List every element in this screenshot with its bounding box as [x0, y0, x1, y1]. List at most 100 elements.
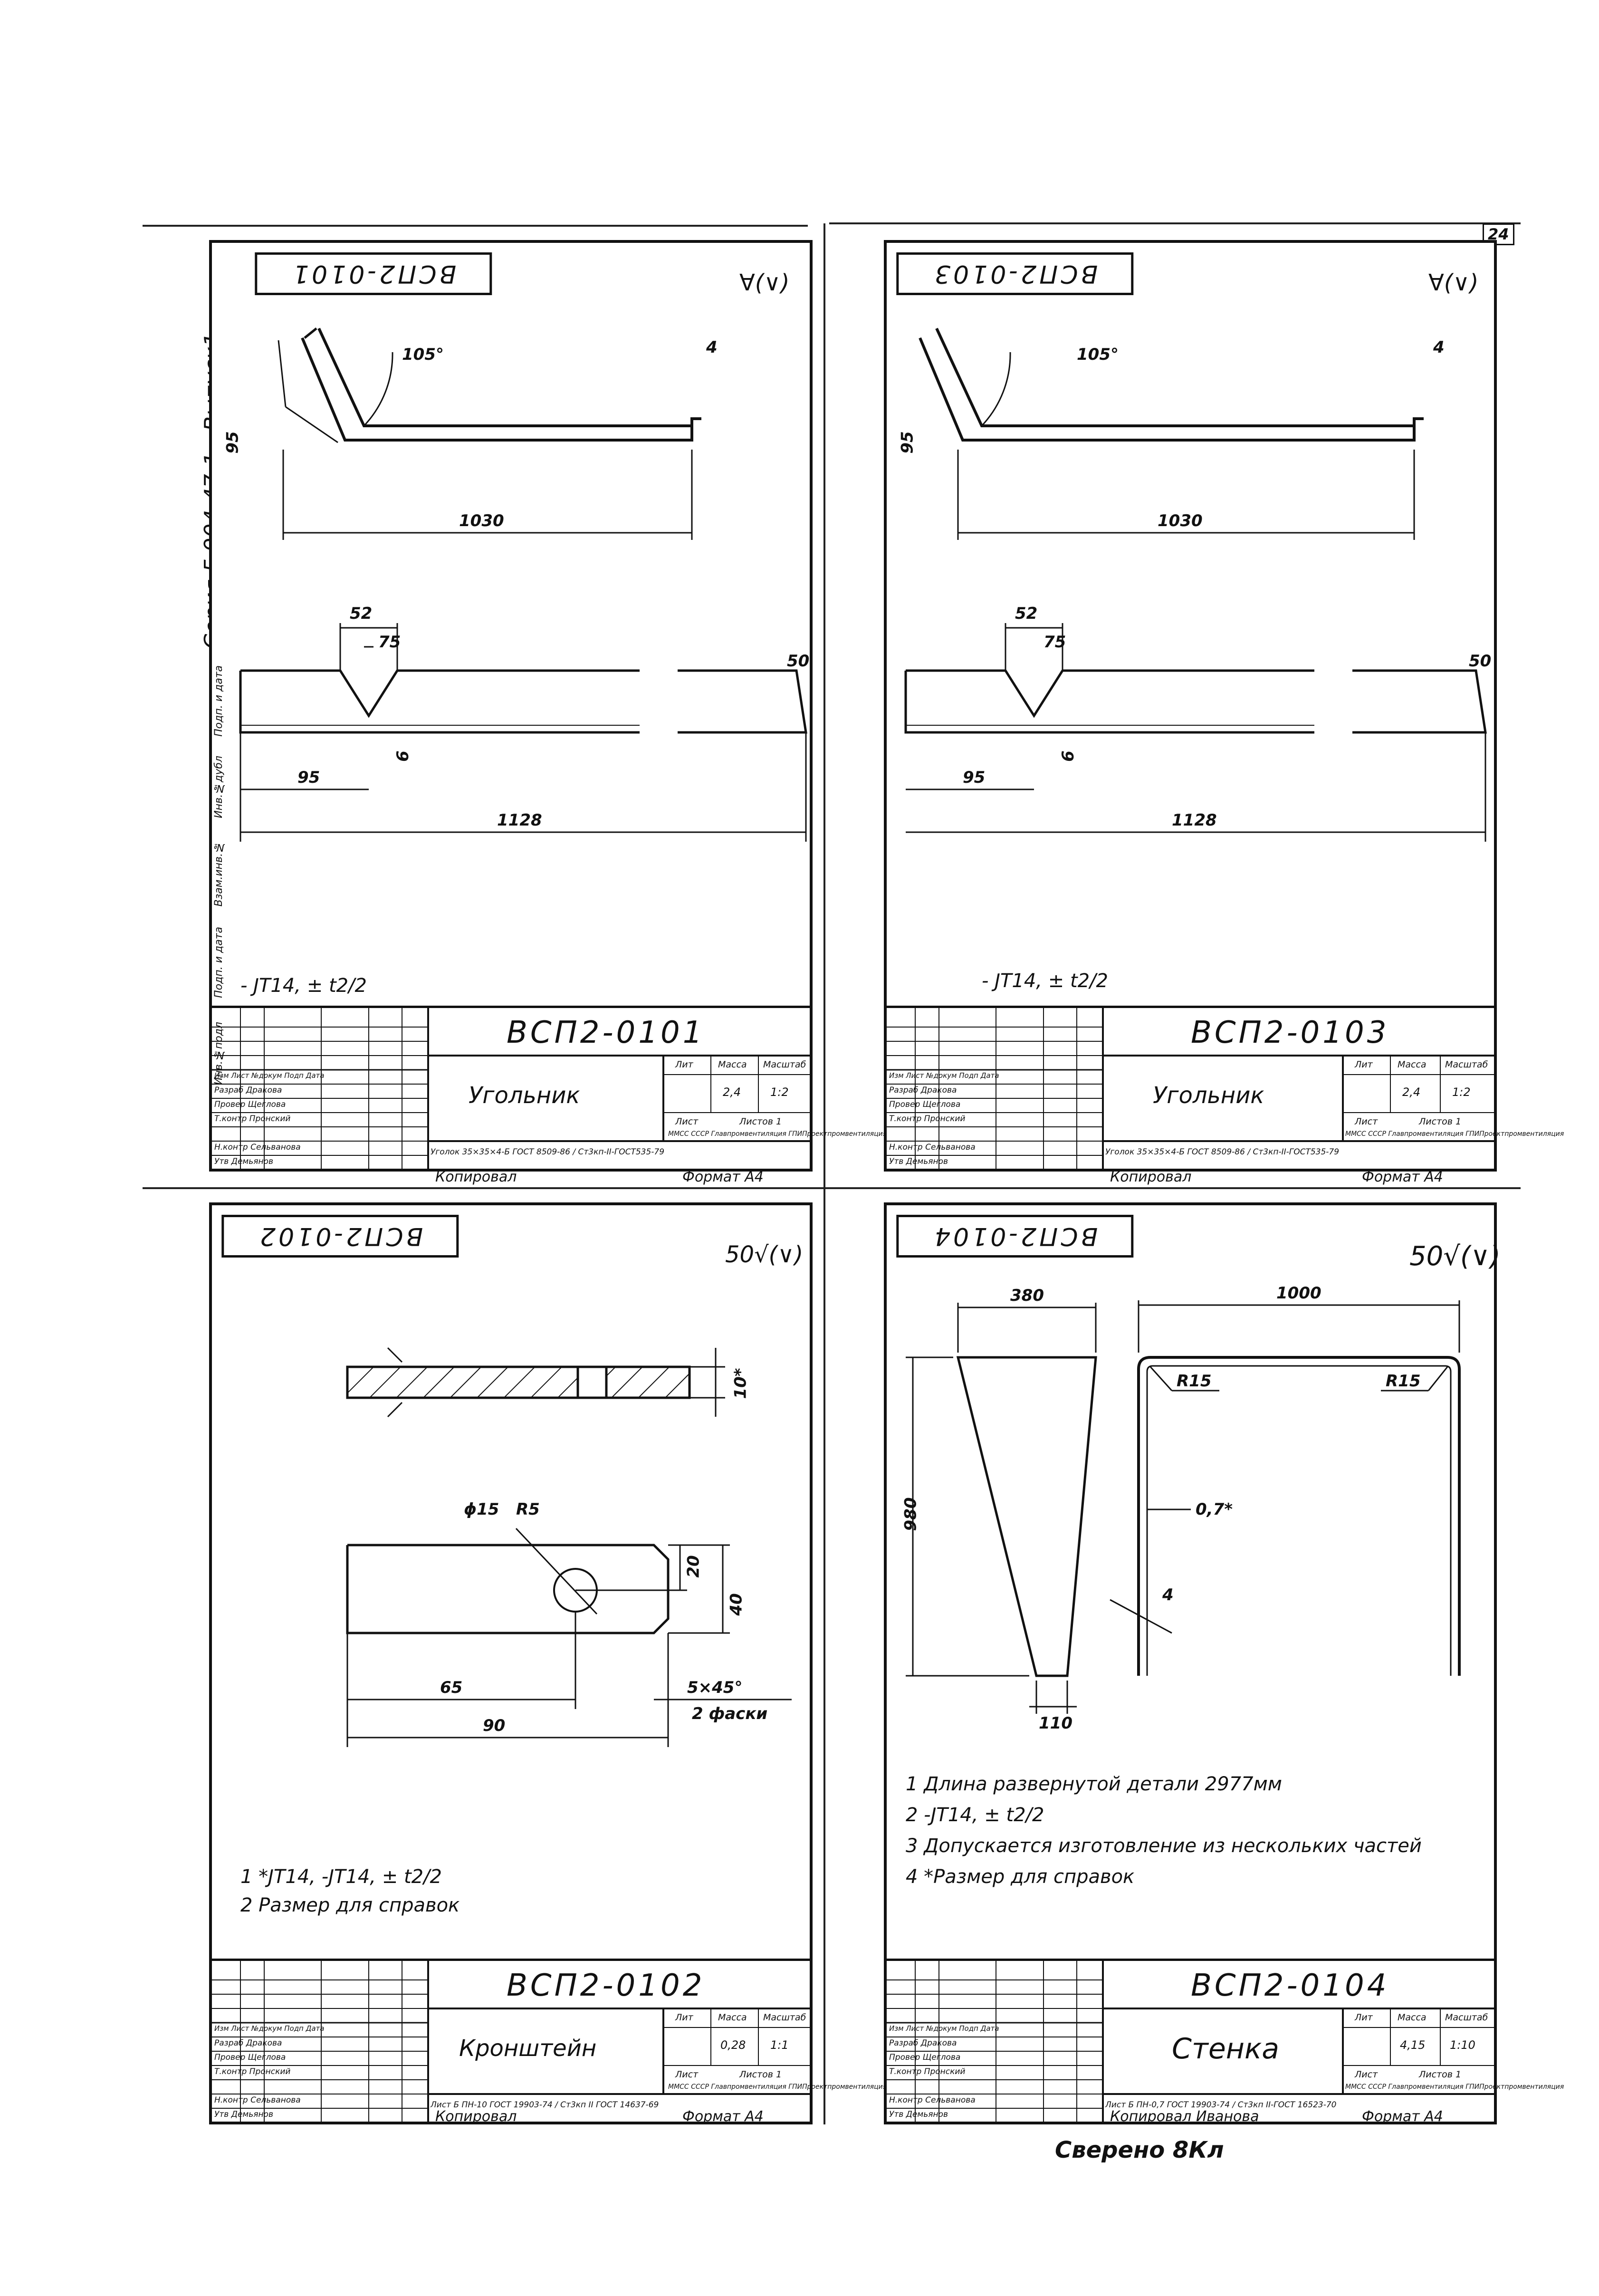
dim-hole-pos: 20	[684, 1555, 703, 1578]
lit-header: Лит	[675, 2012, 693, 2023]
sheet-header: Лист	[675, 2069, 699, 2080]
dim-length: 90	[483, 1716, 506, 1735]
stamp-row-4: Н.контр Сельванова	[889, 1143, 976, 1152]
side-label-1: Подп. и дата	[213, 927, 225, 998]
title-block-grid	[212, 1008, 810, 1171]
stamp-row-0: Изм Лист №докум Подп Дата	[214, 2024, 325, 2033]
mass-value: 0,28	[720, 2038, 746, 2052]
stamp-row-2: Провер Щеглова	[889, 1100, 961, 1109]
side-label-0: Инв.№подл	[213, 1022, 225, 1085]
note-3: 3 Допускается изготовление из нескольких…	[906, 1835, 1422, 1857]
dim-flange-pos: 95	[297, 768, 320, 787]
title-block-grid	[887, 1961, 1494, 2124]
dim-notch-inner: 75	[378, 633, 401, 652]
dim-length: 1030	[1158, 511, 1203, 530]
note-2: 2 -JT14, ± t2/2	[906, 1804, 1044, 1826]
roughness-symbol: ∀(∨)	[739, 269, 790, 296]
title-block: ВСП2-0103 Угольник Лит Масса Масштаб 2,4…	[887, 1006, 1564, 1171]
material-spec: Уголок 35×35×4-Б ГОСТ 8509-86 / Ст3кп-II…	[1105, 1147, 1340, 1157]
dim-end-cut: 50	[1469, 652, 1492, 671]
dim-height: 40	[727, 1593, 746, 1616]
stamp-row-3: Т.контр Пронский	[214, 1114, 291, 1124]
title-block: ВСП2-0104 Стенка Лит Масса Масштаб 4,15 …	[887, 1959, 1564, 2124]
format-label: Формат А4	[682, 2108, 764, 2125]
dim-side: 95	[898, 431, 917, 454]
stamp-row-5: Утв Демьянов	[214, 2110, 274, 2119]
dim-height: 980	[901, 1497, 920, 1531]
dim-thickness: 10*	[731, 1368, 750, 1399]
sheets-header: Листов 1	[1419, 1116, 1462, 1127]
drawing-sheet-0103: ВСП2-0103 ∀(∨) 105° 4 95 1030 52 75 6 50…	[884, 240, 1564, 1185]
mass-header: Масса	[1398, 1059, 1427, 1070]
dim-bottom-width: 110	[1039, 1714, 1072, 1733]
dim-notch-gap: 6	[393, 750, 412, 762]
roughness-symbol: ∀(∨)	[1428, 269, 1479, 296]
dim-radius: R5	[516, 1500, 540, 1519]
dim-thickness: 4	[706, 338, 718, 357]
roughness-symbol: 50√(∨)	[725, 1241, 804, 1268]
dim-gap: 0,7*	[1196, 1500, 1233, 1519]
dim-notch-width: 52	[350, 604, 373, 623]
stamp-row-3: Т.контр Пронский	[889, 1114, 966, 1124]
dim-flange-pos: 95	[963, 768, 986, 787]
drawing-sheet-0102: ВСП2-0102 50√(∨) 10* ϕ15 R5 20 40 65	[209, 1202, 887, 2125]
stamp-row-0: Изм Лист №докум Подп Дата	[889, 2024, 999, 2033]
copied-by: Копировал Иванова	[1110, 2108, 1259, 2125]
part-name: Стенка	[1172, 2032, 1279, 2065]
stamp-row-1: Разраб Дракова	[214, 1086, 282, 1095]
lit-header: Лит	[675, 1059, 693, 1070]
title-block-grid	[887, 1008, 1494, 1171]
title-block-grid	[212, 1961, 810, 2124]
stamp-row-1: Разраб Дракова	[889, 2038, 957, 2048]
angle-drawing	[904, 327, 1487, 842]
dim-hole-diameter: ϕ15	[464, 1500, 499, 1519]
material-spec: Лист Б ПН-0,7 ГОСТ 19903-74 / Ст3кп II-Г…	[1105, 2100, 1337, 2110]
side-label-4: Подп. и дата	[213, 665, 225, 737]
dim-angle: 105°	[402, 345, 444, 364]
lit-header: Лит	[1355, 1059, 1373, 1070]
drawing-sheet-0101: ВСП2-0101 ∀(∨) 105° 4 95 1030 52 75 6 50…	[209, 240, 887, 1185]
dim-thickness: 4	[1433, 338, 1445, 357]
dim-length: 1030	[459, 511, 504, 530]
note-1: 1 Длина развернутой детали 2977мм	[906, 1773, 1282, 1795]
dim-angle: 105°	[1077, 345, 1119, 364]
title-code: ВСП2-0102	[507, 1968, 705, 2003]
org-name: ММСС СССР Главпромвентиляция ГПИПроектпр…	[1345, 2083, 1564, 2091]
dim-total-length: 1128	[1172, 811, 1217, 830]
dim-profile-width: 1000	[1276, 1284, 1321, 1303]
stamp-row-2: Провер Щеглова	[214, 1100, 286, 1109]
copied-by: Копировал	[435, 1169, 517, 1185]
stamp-row-2: Провер Щеглова	[214, 2053, 286, 2062]
scale-value: 1:10	[1450, 2038, 1475, 2052]
dim-hole-offset: 65	[440, 1678, 463, 1697]
scale-header: Масштаб	[763, 1059, 806, 1070]
note-2: 2 Размер для справок	[240, 1894, 460, 1916]
scale-header: Масштаб	[1445, 1059, 1488, 1070]
sheets-header: Листов 1	[1419, 2069, 1462, 2080]
mass-header: Масса	[718, 1059, 747, 1070]
page-number: 24	[1483, 223, 1514, 245]
stamp-row-4: Н.контр Сельванова	[889, 2095, 976, 2105]
stamp-row-0: Изм Лист №докум Подп Дата	[214, 1071, 325, 1080]
tolerance-note: - JT14, ± t2/2	[240, 975, 367, 997]
drawing-sheet-0104: ВСП2-0104 50√(∨) 380 1000 980 110 R15 R1…	[884, 1202, 1564, 2125]
mass-value: 2,4	[1402, 1086, 1421, 1099]
scale-header: Масштаб	[1445, 2012, 1488, 2023]
angle-drawing	[239, 327, 807, 842]
scale-header: Масштаб	[763, 2012, 806, 2023]
org-name: ММСС СССР Главпромвентиляция ГПИПроектпр…	[1345, 1130, 1564, 1138]
stamp-row-2: Провер Щеглова	[889, 2053, 961, 2062]
stamp-row-1: Разраб Дракова	[214, 2038, 282, 2048]
org-name: ММСС СССР Главпромвентиляция ГПИПроектпр…	[668, 2083, 887, 2091]
stamp-row-5: Утв Демьянов	[889, 1157, 948, 1166]
scale-value: 1:2	[1452, 1086, 1471, 1099]
scale-value: 1:1	[770, 2038, 789, 2052]
part-name: Угольник	[469, 1082, 580, 1109]
mass-value: 4,15	[1400, 2038, 1426, 2052]
title-code: ВСП2-0103	[1191, 1015, 1389, 1050]
title-block: ВСП2-0102 Кронштейн Лит Масса Масштаб 0,…	[212, 1959, 887, 2124]
stamp-row-1: Разраб Дракова	[889, 1086, 957, 1095]
stamp-row-4: Н.контр Сельванова	[214, 2095, 301, 2105]
dim-side: 95	[223, 431, 242, 454]
